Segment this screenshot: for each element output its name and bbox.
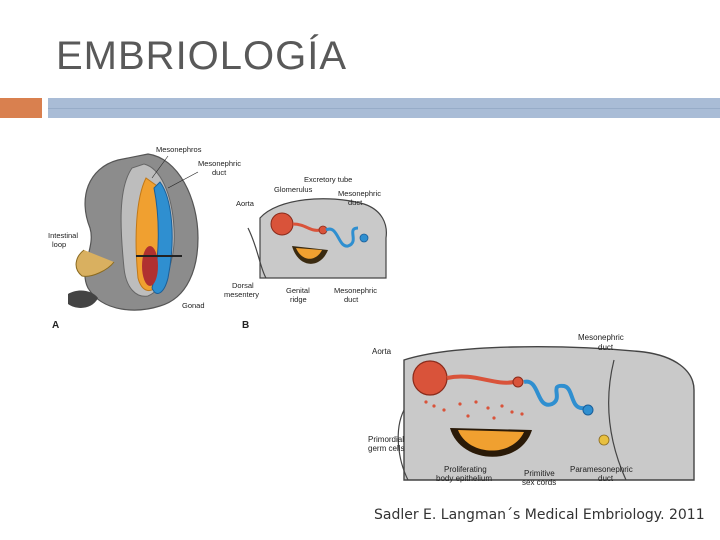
panel-a-embryo bbox=[68, 153, 199, 311]
label-intestinal-loop-2: loop bbox=[52, 240, 66, 249]
panel-c-section bbox=[397, 346, 695, 481]
panel-b-section bbox=[247, 198, 387, 279]
embryo-figure-c: Aorta Mesonephric duct Primordial germ c… bbox=[368, 333, 695, 487]
label-intestinal-loop: Intestinal bbox=[48, 231, 78, 240]
label-paramesonephric-duct: Paramesonephric bbox=[570, 465, 633, 474]
label-mesonephric-duct-b-bottom: Mesonephric bbox=[334, 286, 377, 295]
label-mesonephric-duct-c: Mesonephric bbox=[578, 333, 624, 342]
label-proliferating-epithelium: Proliferating bbox=[444, 465, 487, 474]
panel-a-letter: A bbox=[52, 320, 59, 331]
label-aorta-c: Aorta bbox=[372, 347, 392, 356]
label-primitive-sex-cords-2: sex cords bbox=[522, 478, 556, 487]
label-mesonephric-duct-b-bottom-2: duct bbox=[344, 295, 359, 304]
label-mesonephric-duct-a-2: duct bbox=[212, 168, 227, 177]
label-dorsal-mesentery-2: mesentery bbox=[224, 290, 259, 299]
label-mesonephric-duct-b-2: duct bbox=[348, 198, 363, 207]
label-proliferating-epithelium-2: body epithelium bbox=[436, 474, 492, 483]
label-mesonephros: Mesonephros bbox=[156, 145, 202, 154]
label-paramesonephric-duct-2: duct bbox=[598, 474, 614, 483]
label-primitive-sex-cords: Primitive bbox=[524, 469, 555, 478]
label-gonad: Gonad bbox=[182, 301, 205, 310]
label-mesonephric-duct-a: Mesonephric bbox=[198, 159, 241, 168]
label-genital-ridge-2: ridge bbox=[290, 295, 307, 304]
accent-bar-blue bbox=[48, 98, 720, 118]
label-dorsal-mesentery: Dorsal bbox=[232, 281, 254, 290]
label-aorta-b: Aorta bbox=[236, 199, 255, 208]
figure-caption: Sadler E. Langman´s Medical Embriology. … bbox=[374, 507, 705, 523]
label-glomerulus: Glomerulus bbox=[274, 185, 313, 194]
slide-title: EMBRIOLOGÍA bbox=[56, 34, 348, 78]
label-primordial-germ-cells-2: germ cells bbox=[368, 444, 404, 453]
label-mesonephric-duct-b: Mesonephric bbox=[338, 189, 381, 198]
label-excretory-tube: Excretory tube bbox=[304, 175, 352, 184]
label-genital-ridge: Genital bbox=[286, 286, 310, 295]
accent-bar-orange bbox=[0, 98, 42, 118]
embryo-figure-ab: Mesonephros Mesonephric duct Intestinal … bbox=[48, 145, 387, 331]
label-mesonephric-duct-c-2: duct bbox=[598, 343, 614, 352]
accent-bar-line bbox=[48, 108, 720, 109]
panel-b-letter: B bbox=[242, 320, 249, 331]
label-primordial-germ-cells: Primordial bbox=[368, 435, 404, 444]
